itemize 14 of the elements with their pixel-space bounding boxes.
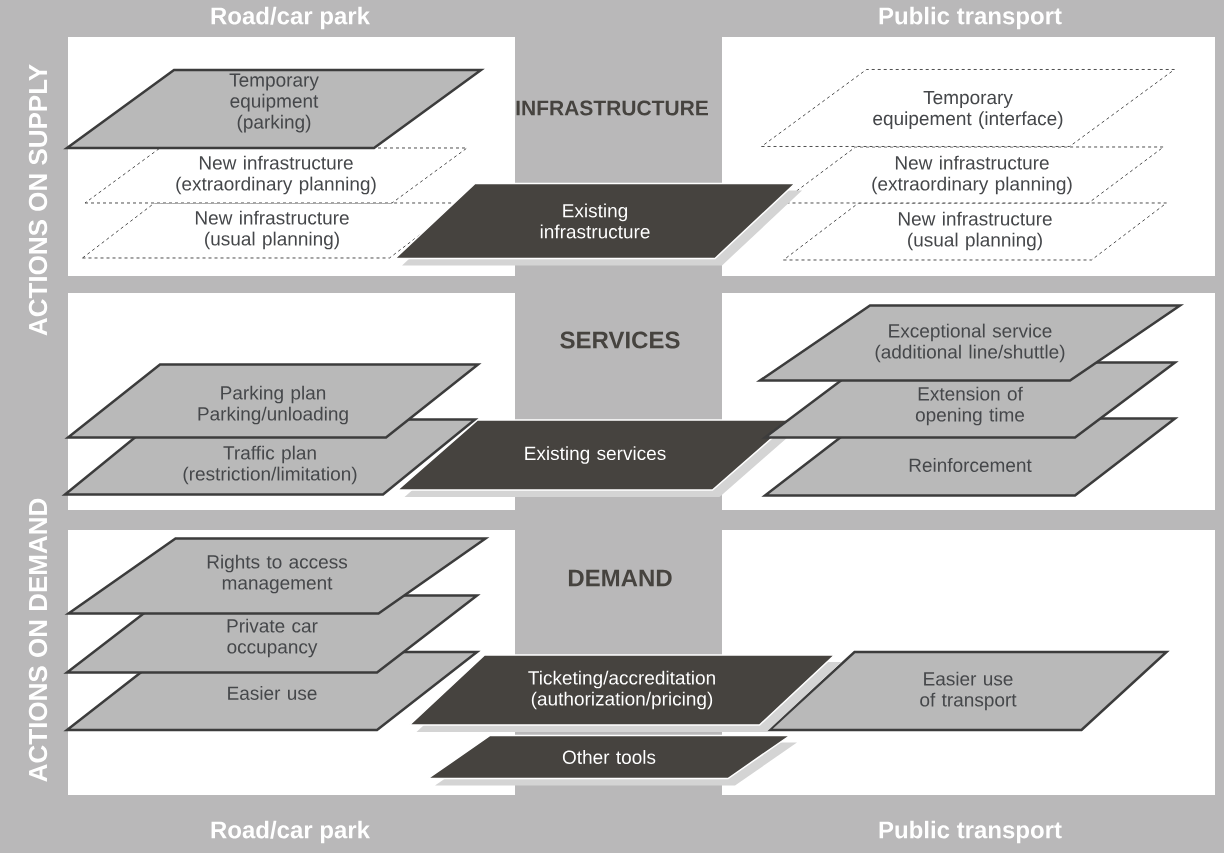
column-heading: Public transport — [879, 820, 1062, 844]
dashed-parallelogram: New infrastructure (usual planning) — [783, 202, 1167, 261]
row-heading: ACTIONS ON DEMAND — [28, 498, 48, 782]
section-title: DEMAND — [568, 569, 672, 587]
column-heading: Road/car park — [211, 820, 370, 844]
column-heading: Public transport — [879, 6, 1062, 30]
dashed-parallelogram: New infrastructure (extraordinary planning) — [84, 147, 468, 204]
dashed-parallelogram: Temporary equipement (interface) — [761, 69, 1175, 147]
dashed-parallelogram: New infrastructure (usual planning) — [82, 202, 462, 259]
dashed-parallelogram: New infrastructure (extraordinary planning) — [780, 146, 1164, 204]
row-heading: ACTIONS ON SUPPLY — [28, 64, 48, 336]
section-title: SERVICES — [560, 331, 680, 349]
column-heading: Road/car park — [211, 6, 370, 30]
section-title: INFRASTRUCTURE — [516, 100, 708, 116]
